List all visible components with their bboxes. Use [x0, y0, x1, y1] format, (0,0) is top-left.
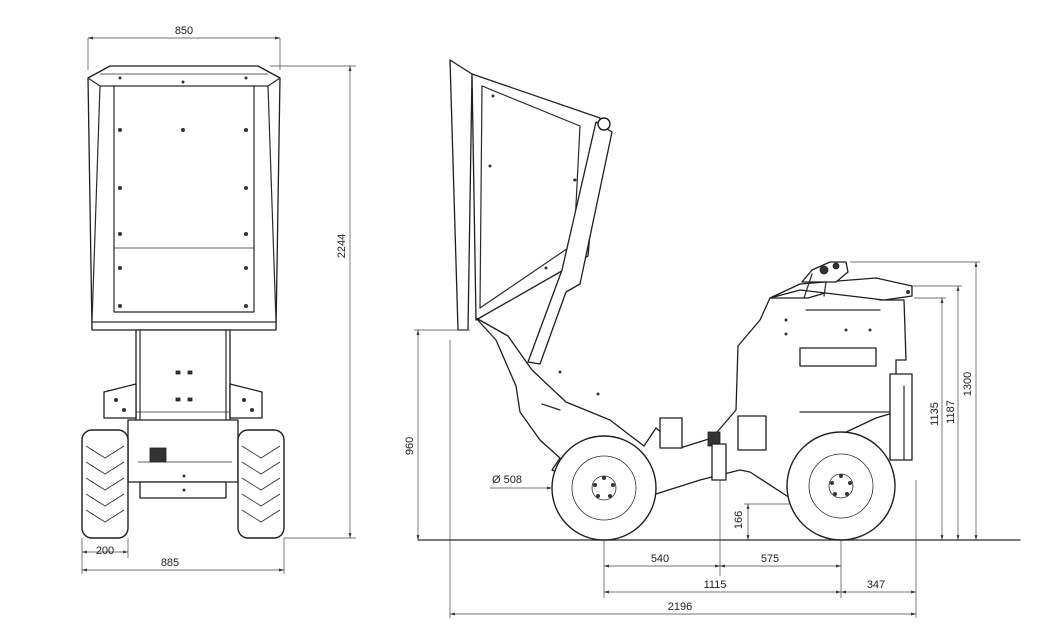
dim-label-1135: 1135	[929, 402, 941, 426]
dim-label-885: 885	[161, 557, 179, 569]
dim-height-960: 960	[404, 329, 470, 540]
dim-label-2196: 2196	[668, 601, 692, 613]
dim-clearance: 166	[733, 503, 790, 540]
dim-label-1115: 1115	[704, 579, 727, 591]
front-view: 850	[81, 25, 356, 574]
dim-wheel-diameter: Ø 508	[490, 474, 552, 490]
side-rear-wheel	[786, 431, 896, 541]
front-bucket	[87, 65, 281, 331]
dim-label-508: Ø 508	[492, 474, 522, 486]
dim-track: 200 885	[81, 538, 285, 574]
side-tipped-skip	[449, 59, 613, 365]
dim-heights-right: 1135 1187 1300	[850, 261, 980, 540]
dim-label-1300: 1300	[962, 372, 974, 396]
dim-overall-width: 850	[87, 25, 281, 70]
front-left-tyre	[81, 429, 129, 539]
dim-label-850: 850	[175, 25, 193, 37]
dim-label-166: 166	[733, 511, 745, 529]
front-chassis	[103, 329, 263, 499]
dim-overall-height: 2244	[270, 65, 356, 539]
front-right-tyre	[237, 429, 285, 539]
side-view: Ø 508 960 166 1135 1187 1300	[404, 59, 1021, 618]
dim-lengths: 540 575 1115 347 2196	[449, 340, 917, 618]
dim-label-1187: 1187	[945, 400, 957, 424]
dim-label-200: 200	[96, 545, 114, 557]
dim-label-960: 960	[404, 437, 416, 455]
dim-label-540: 540	[651, 553, 669, 565]
dim-label-575: 575	[761, 553, 779, 565]
dim-label-347: 347	[867, 579, 885, 591]
dim-label-2244: 2244	[336, 234, 348, 258]
control-handles	[801, 261, 849, 299]
side-front-wheel	[551, 435, 657, 541]
